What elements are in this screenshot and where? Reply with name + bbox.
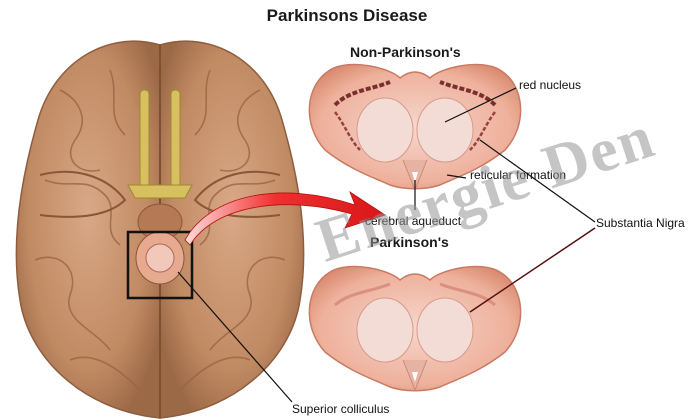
page-title: Parkinsons Disease: [0, 6, 694, 26]
label-superior-colliculus: Superior colliculus: [292, 402, 389, 416]
parkinsons-section: [309, 267, 520, 391]
label-substantia-nigra: Substantia Nigra: [596, 216, 685, 230]
label-red-nucleus: red nucleus: [519, 78, 581, 92]
brain-illustration: [16, 41, 303, 418]
non-parkinsons-title: Non-Parkinson's: [350, 44, 461, 60]
